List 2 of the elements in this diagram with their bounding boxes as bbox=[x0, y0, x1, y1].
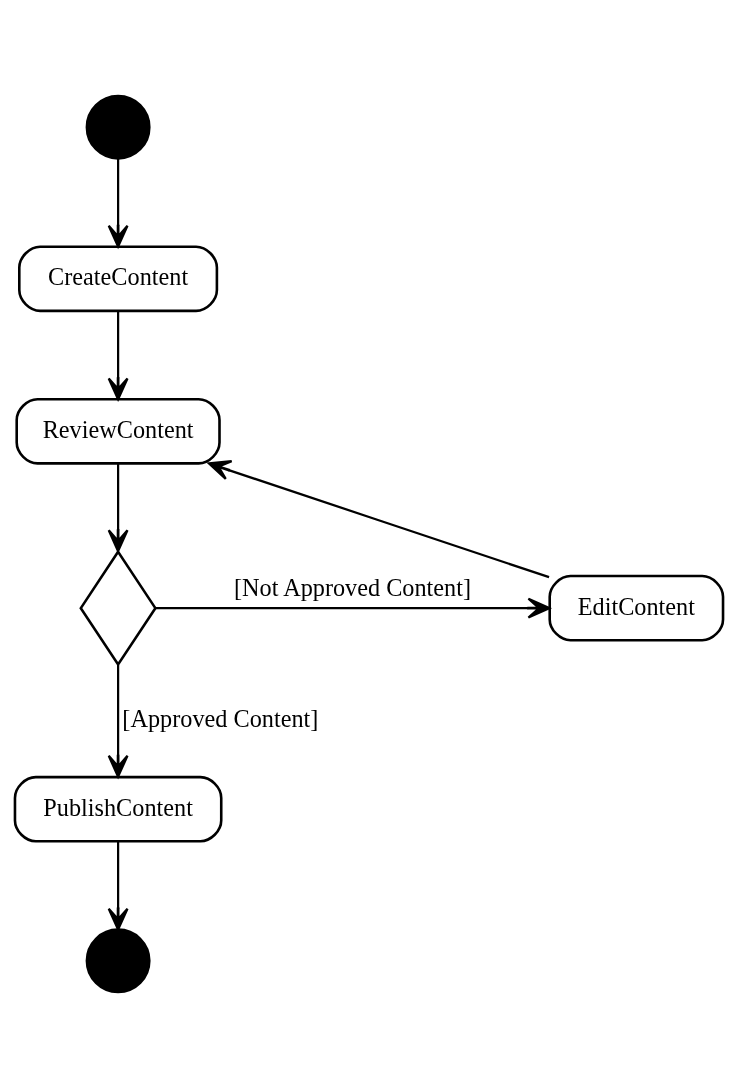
edge-label: [Approved Content] bbox=[122, 705, 319, 733]
edge-label: [Not Approved Content] bbox=[233, 574, 472, 602]
